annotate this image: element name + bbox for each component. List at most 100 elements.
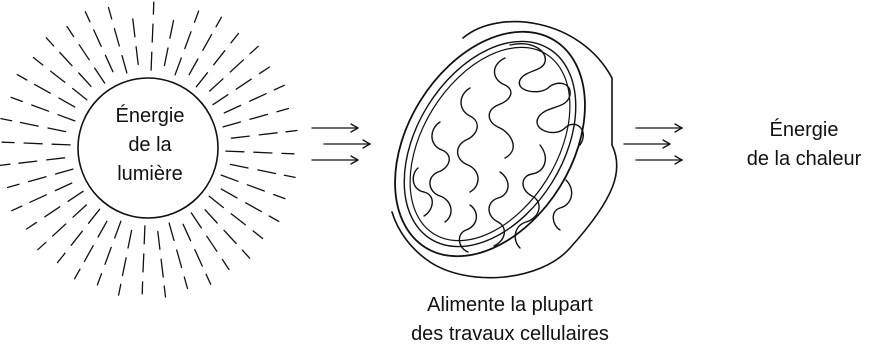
sun-ray-dash [174, 57, 182, 76]
sun-ray-dash [220, 174, 239, 182]
mitochondrion-outer-membrane [394, 30, 586, 258]
sun-ray-dash [37, 241, 47, 251]
sun-ray-dash [190, 212, 202, 229]
sun-ray-dash [188, 58, 199, 76]
sun-ray-dash [225, 150, 245, 153]
sun-ray-dash [87, 208, 101, 224]
sun-ray-dash [182, 223, 192, 242]
sun-ray-dash [195, 72, 209, 88]
arrows-to-heat [623, 123, 684, 165]
sun-rays [0, 1, 298, 298]
sun-ray-dash [229, 163, 249, 169]
sun-ray-dash [221, 258, 230, 271]
sun-ray-dash [107, 6, 113, 20]
mitochondrion-inner-membrane [403, 40, 577, 248]
sun-ray-dash [83, 245, 94, 263]
sun-ray-dash [249, 45, 259, 55]
sun-ray-dash [59, 51, 73, 67]
sun-ray-dash [10, 96, 23, 103]
sun-ray-dash [212, 94, 229, 106]
sun-ray-dash [54, 182, 73, 192]
heat-label-line-2: de la chaleur [747, 148, 862, 170]
arrow-right-icon [635, 123, 684, 133]
sun-ray-dash [51, 143, 71, 146]
sun-ray-dash [206, 235, 218, 252]
sun-ray-dash [202, 33, 213, 51]
sun-ray-dash [127, 229, 133, 249]
sun-ray-dash [253, 151, 273, 154]
sun-ray-dash [23, 142, 43, 145]
sun-ray-dash [229, 59, 245, 73]
sun-disk [77, 77, 219, 219]
sun-ray-dash [16, 73, 28, 81]
mitochondrion-caption-line-2: des travaux cellulaires [411, 323, 609, 345]
sun-label-line-2: de la [128, 134, 172, 156]
arrows-to-mitochondrion [311, 123, 372, 165]
sun-ray-dash [29, 194, 47, 203]
sun-ray-dash [19, 121, 39, 127]
arrow-right-icon [311, 155, 360, 165]
sun-ray-dash [176, 249, 183, 269]
sun-ray-dash [143, 225, 146, 245]
sun-ray-dash [183, 276, 189, 290]
sun-ray-dash [184, 31, 192, 50]
sun-ray-dash [194, 249, 203, 267]
arrow-right-icon [623, 139, 672, 149]
sun-ray-dash [150, 51, 153, 71]
sun-ray-dash [273, 84, 285, 91]
arrow-right-icon [635, 155, 684, 165]
sun-ray-dash [47, 127, 67, 133]
sun-ray-dash [204, 209, 218, 224]
sun-ray-dash [205, 273, 212, 285]
sun-ray-dash [258, 132, 278, 136]
sun-ray-dash [6, 183, 20, 189]
sun-ray-dash [135, 46, 139, 66]
sun-ray-dash [215, 16, 223, 28]
sun-ray-dash [27, 176, 47, 183]
sun-ray-dash [66, 25, 75, 38]
sun-ray-dash [208, 195, 224, 209]
sun-ray-dash [46, 157, 66, 161]
sun-ray-dash [132, 18, 136, 38]
sun-ray-dash [93, 29, 102, 47]
sun-ray-dash [0, 117, 13, 122]
sun-ray-dash [169, 19, 175, 39]
sun-ray-dash [73, 268, 81, 280]
sun-ray-dash [67, 190, 84, 202]
sun-label-line-3: lumière [117, 163, 183, 185]
sun-ray-dash [78, 72, 92, 87]
sun-ray-dash [163, 47, 169, 67]
sun-ray-dash [117, 283, 122, 296]
mitochondrion-capsule-side [391, 20, 618, 279]
sun-ray-dash [163, 285, 167, 298]
sun-ray-dash [56, 252, 66, 264]
sun-ray-dash [223, 104, 242, 114]
sun-ray-dash [104, 54, 114, 73]
sun-ray-dash [51, 223, 67, 237]
sun-ray-dash [31, 104, 50, 112]
sun-ray-dash [157, 230, 161, 250]
mitochondrion-cristae [412, 43, 584, 253]
sun-ray-dash [151, 23, 154, 43]
sun-ray-dash [58, 97, 76, 108]
sun-ray-dash [245, 202, 263, 213]
sun-ray-dash [273, 193, 286, 200]
heat-label-line-1: Énergie [770, 118, 839, 141]
sun-ray-dash [114, 220, 122, 239]
sun-ray-dash [121, 54, 128, 74]
sun-ray-dash [96, 273, 103, 286]
sun-ray-dash [230, 213, 246, 226]
sun-ray-dash [285, 129, 298, 133]
sun-ray-dash [113, 27, 120, 47]
sun-ray-dash [222, 121, 242, 128]
sun-ray-dash [84, 11, 91, 23]
sun-ray-dash [258, 66, 271, 75]
sun-ray-dash [72, 204, 87, 218]
sun-ray-dash [213, 50, 226, 66]
sun-ray-dash [220, 188, 238, 199]
sun-ray-dash [230, 32, 240, 44]
sun-ray-dash [54, 168, 74, 175]
arrow-right-icon [323, 139, 372, 149]
sun-ray-dash [142, 253, 145, 273]
